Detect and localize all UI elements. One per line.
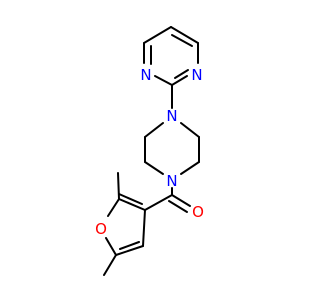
furan-ring: [105, 193, 146, 256]
pyrimidine-ring: [143, 26, 199, 86]
pyrimidine-n-right-label: N: [191, 66, 202, 84]
bond-pyrimidine-c5-c4: [170, 26, 199, 44]
bond-carbonyl-double-2: [168, 200, 188, 213]
bond-piperazine-bottom-right: [180, 161, 200, 175]
bond-piperazine-n-top-left: [144, 122, 164, 138]
bond-piperazine-bottom-left: [144, 161, 164, 175]
carbonyl-oxygen-label: O: [192, 203, 204, 221]
piperazine-n-top-label: N: [166, 107, 177, 125]
bond-furan-c3-c2: [118, 198, 146, 211]
bond-pyrimidine-n3-c2: [171, 75, 188, 86]
piperazine-ring: [144, 122, 200, 175]
furan-oxygen-label: O: [95, 220, 107, 238]
bond-methyl-bottom: [103, 254, 117, 276]
bond-pyrimidine-n3-c2-inner: [174, 69, 189, 79]
bond-furan-c3-c2-inner: [118, 193, 143, 205]
bond-furan-c4-c3: [142, 209, 146, 247]
bond-pyrimidine-c2-n1: [154, 75, 173, 86]
bond-furan-c2-o: [107, 198, 120, 217]
bond-furan-o-c5: [105, 237, 117, 256]
bond-furan-c5-c4: [115, 245, 144, 256]
bond-furan-c5-c4-inner: [119, 241, 140, 250]
bond-pyrimidine-c6-c5: [143, 26, 172, 44]
bond-carbonyl-furan: [144, 194, 173, 211]
bond-piperazine-n-top-right: [180, 122, 200, 138]
bond-methyl-top: [117, 172, 120, 200]
piperazine-n-bottom-label: N: [166, 172, 177, 190]
pyrimidine-n-left-label: N: [140, 66, 151, 84]
molecule-structure-diagram: N N N N O O: [95, 26, 204, 276]
bond-pyrimidine-c5-c4-inner: [171, 34, 193, 47]
bond-carbonyl-double-1: [171, 194, 191, 207]
